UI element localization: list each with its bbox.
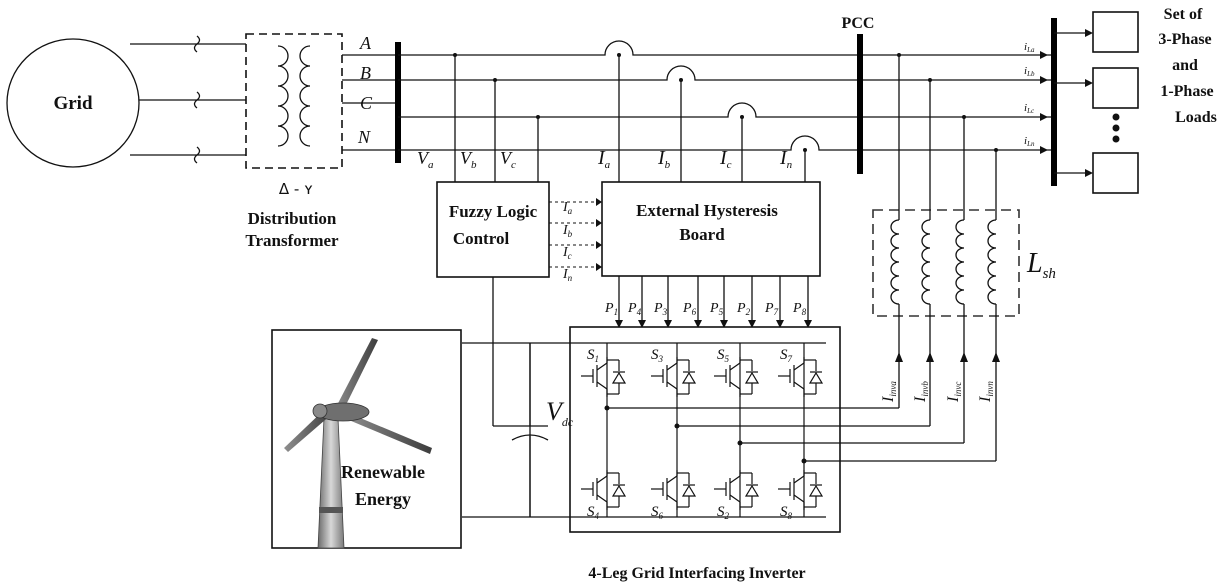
switch-top-1: [581, 357, 627, 397]
svg-text:S1: S1: [587, 347, 599, 364]
renewable-label-line2: Energy: [355, 489, 411, 509]
ib-label: Ib: [657, 147, 671, 171]
switch-top-2: [651, 357, 697, 397]
vdc-label: Vdc: [546, 397, 574, 429]
svg-text:P5: P5: [709, 301, 724, 317]
switch-labels-bottom: S4 S6 S2 S8: [587, 504, 793, 521]
inverter-current-labels: Iinva Iinvb Iinvc Iinvn: [880, 381, 995, 403]
gate-pulse-labels: P1 P4 P3 P6 P5 P2 P7 P8: [604, 301, 807, 317]
shunt-inductors: [890, 219, 997, 305]
fuzzy-label-line1: Fuzzy Logic: [449, 202, 538, 221]
svg-text:iLb: iLb: [1024, 65, 1035, 78]
transformer-label-line2: Transformer: [245, 231, 339, 250]
svg-text:and: and: [1172, 57, 1198, 74]
svg-text:S5: S5: [717, 347, 730, 364]
load-ellipsis-dots: [1112, 113, 1120, 143]
svg-text:Ia: Ia: [562, 200, 573, 216]
switch-top-4: [778, 357, 824, 397]
svg-text:P3: P3: [653, 301, 668, 317]
grid-feeder-wires: [130, 35, 246, 164]
svg-text:S2: S2: [717, 504, 730, 521]
in-label: In: [779, 147, 793, 171]
svg-text:iLn: iLn: [1024, 135, 1035, 148]
load-current-labels: iLa iLb iLc iLn: [1024, 41, 1035, 148]
phase-a-label: A: [359, 33, 372, 53]
svg-text:S7: S7: [780, 347, 793, 364]
gate-pulse-arrows: [615, 276, 812, 328]
svg-text:iLc: iLc: [1024, 102, 1035, 115]
switch-bottom-2: [651, 470, 697, 510]
switch-top-3: [714, 357, 760, 397]
switch-bottom-3: [714, 470, 760, 510]
grid-circle: [6, 38, 140, 168]
shunt-inductor-box: [872, 209, 1020, 317]
transformer-symbol: [245, 33, 343, 169]
vb-label: Vb: [460, 148, 477, 171]
svg-text:1-Phase: 1-Phase: [1160, 83, 1213, 100]
load-box-1: [1092, 11, 1139, 53]
inverter-title: 4-Leg Grid Interfacing Inverter: [588, 565, 805, 582]
ia-label: Ia: [597, 147, 611, 171]
svg-text:iLa: iLa: [1024, 41, 1035, 54]
svg-text:S6: S6: [651, 504, 664, 521]
svg-text:Iinvn: Iinvn: [977, 381, 995, 403]
svg-text:S3: S3: [651, 347, 664, 364]
leg-output-wires: [604, 405, 996, 464]
va-label: Va: [417, 148, 434, 171]
svg-text:S8: S8: [780, 504, 793, 521]
phase-lines: [398, 40, 1054, 151]
inverter-switch-legs: [581, 343, 824, 517]
svg-text:P2: P2: [736, 301, 751, 317]
fuzzy-label-line2: Control: [453, 229, 510, 248]
phase-b-label: B: [360, 63, 371, 83]
phase-n-label: N: [357, 127, 371, 147]
switch-labels-top: S1 S3 S5 S7: [587, 347, 793, 364]
phase-c-label: C: [360, 93, 373, 113]
svg-text:P4: P4: [627, 301, 642, 317]
vc-label: Vc: [500, 148, 516, 171]
load-branches: [1040, 29, 1093, 177]
renewable-label-line1: Renewable: [341, 462, 425, 482]
svg-text:In: In: [562, 267, 573, 283]
grid-label: Grid: [53, 93, 92, 114]
svg-text:Loads: Loads: [1175, 109, 1217, 126]
inverter-feeder-lines: [895, 53, 1000, 461]
svg-text:Iinvb: Iinvb: [912, 381, 930, 403]
hysteresis-board-block: [601, 181, 821, 277]
switch-bottom-1: [581, 470, 627, 510]
reference-current-arrows: Ia Ib Ic In: [549, 198, 602, 283]
transformer-connection-label: Δ - ʏ: [279, 180, 313, 198]
inverter-block: [569, 326, 841, 533]
switch-bottom-4: [778, 470, 824, 510]
svg-text:Set of: Set of: [1164, 6, 1203, 23]
current-sense-taps: [617, 53, 807, 182]
hysteresis-label-line2: Board: [679, 225, 725, 244]
lsh-label: Lsh: [1026, 248, 1056, 282]
ic-label: Ic: [719, 147, 732, 171]
svg-text:P1: P1: [604, 301, 618, 317]
svg-text:P8: P8: [792, 301, 807, 317]
svg-text:Ib: Ib: [562, 223, 573, 239]
svg-text:P6: P6: [682, 301, 697, 317]
svg-text:P7: P7: [764, 301, 779, 317]
loads-label: Set of 3-Phase and 1-Phase Loads: [1158, 6, 1217, 126]
voltage-sense-taps: [453, 53, 540, 182]
hysteresis-label-line1: External Hysteresis: [636, 201, 778, 220]
svg-text:Iinvc: Iinvc: [945, 382, 963, 403]
transformer-label-line1: Distribution: [248, 209, 337, 228]
svg-text:Iinva: Iinva: [880, 381, 898, 403]
wind-turbine-icon: [284, 338, 432, 549]
load-box-2: [1092, 67, 1139, 109]
svg-text:Ic: Ic: [562, 245, 572, 261]
load-box-3: [1092, 152, 1139, 194]
renewable-energy-block: [271, 329, 462, 549]
pcc-label: PCC: [842, 15, 875, 32]
fuzzy-logic-control-block: [436, 181, 550, 278]
svg-text:S4: S4: [587, 504, 600, 521]
svg-text:3-Phase: 3-Phase: [1158, 31, 1211, 48]
transformer-output-wires: [342, 54, 398, 151]
dc-link-capacitor: [493, 343, 549, 517]
